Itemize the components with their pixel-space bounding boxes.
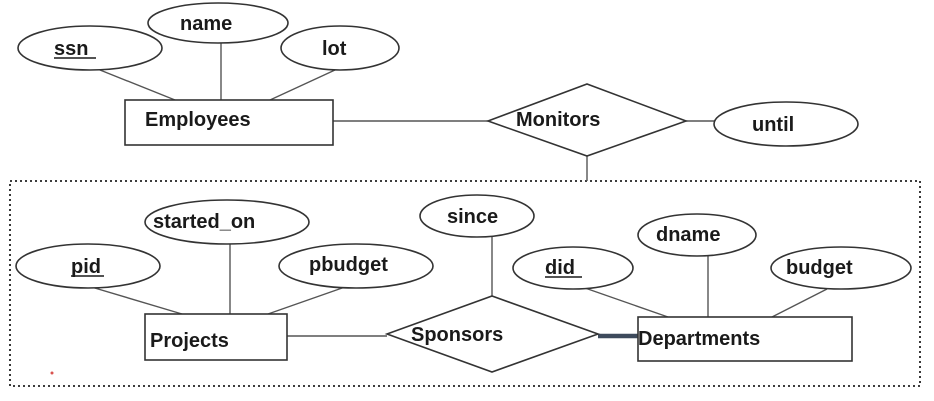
attribute-until: until [713,101,859,147]
attribute-pid: pid [15,243,161,289]
attribute-pbudget-label: pbudget [309,254,388,276]
relationship-monitors-label: Monitors [516,109,600,131]
attribute-ssn-label: ssn [54,38,88,60]
attribute-dname: dname [637,213,757,257]
attribute-budget-label: budget [786,257,853,279]
entity-projects: Projects [144,313,288,361]
attribute-started-on: started_on [144,199,310,245]
attribute-lot: lot [280,25,400,71]
attribute-lot-label: lot [322,38,347,60]
attribute-until-label: until [752,114,794,136]
attribute-pid-label: pid [71,256,101,278]
attribute-started-on-label: started_on [153,211,255,233]
entity-departments: Departments [637,316,853,362]
entity-employees: Employees [124,99,334,146]
attribute-name: name [147,2,289,44]
attribute-dname-label: dname [656,224,720,246]
connectors [87,42,828,339]
attribute-budget: budget [770,246,912,290]
line-did-departments [584,287,669,318]
attribute-since-label: since [447,206,498,228]
attribute-did-label: did [545,257,575,279]
line-lot-employees [269,69,336,101]
attribute-name-label: name [180,13,232,35]
line-budget-departments [771,288,828,318]
attribute-since: since [419,194,535,238]
attribute-pbudget: pbudget [278,243,434,289]
red-dot [50,371,54,375]
entity-employees-label: Employees [145,109,251,131]
relationship-sponsors-label: Sponsors [411,324,503,346]
attribute-ssn: ssn [17,25,163,71]
attribute-did: did [512,246,634,290]
line-pbudget-projects [267,286,346,315]
relationship-sponsors: Sponsors [384,295,601,373]
line-ssn-employees [94,67,176,101]
entity-departments-label: Departments [638,328,760,350]
aggregation-box [9,180,921,387]
line-pid-projects [87,285,183,315]
entity-projects-label: Projects [150,330,229,352]
relationship-monitors: Monitors [485,83,689,157]
